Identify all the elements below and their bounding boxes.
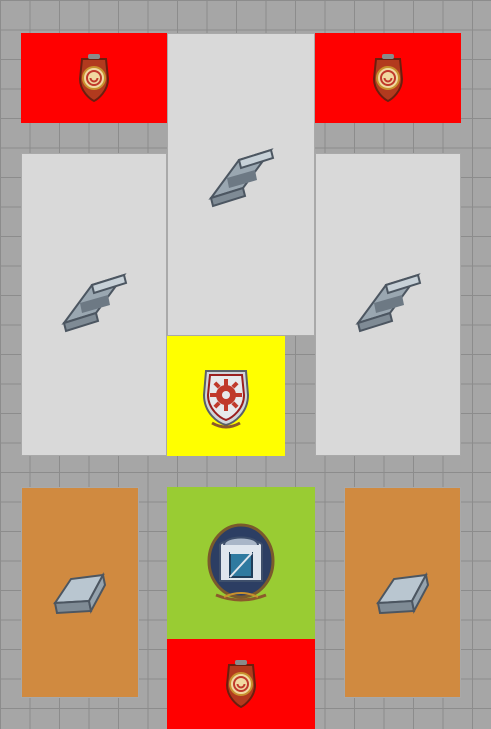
fire-hose-shield-icon	[74, 53, 114, 103]
fire-station-zone-bottom[interactable]	[167, 639, 315, 729]
warehouse-emblem-icon	[206, 521, 276, 605]
factory-gear-zone[interactable]	[167, 336, 285, 456]
steel-beam-zone-left[interactable]	[21, 153, 167, 456]
fire-hose-shield-icon	[221, 659, 261, 709]
fire-station-zone-top-right[interactable]	[315, 33, 461, 123]
warehouse-zone[interactable]	[167, 487, 315, 639]
steel-beam-zone-right[interactable]	[315, 153, 461, 456]
steel-beam-icon	[54, 265, 134, 345]
fire-station-zone-top-left[interactable]	[21, 33, 167, 123]
steel-beam-zone-top-center[interactable]	[167, 33, 315, 336]
metal-ingot-zone-right[interactable]	[344, 487, 461, 698]
metal-ingot-zone-left[interactable]	[21, 487, 139, 698]
fire-hose-shield-icon	[368, 53, 408, 103]
steel-beam-icon	[348, 265, 428, 345]
steel-beam-icon	[201, 140, 281, 220]
metal-ingot-icon	[45, 563, 115, 623]
metal-ingot-icon	[368, 563, 438, 623]
gear-shield-icon	[194, 361, 258, 431]
